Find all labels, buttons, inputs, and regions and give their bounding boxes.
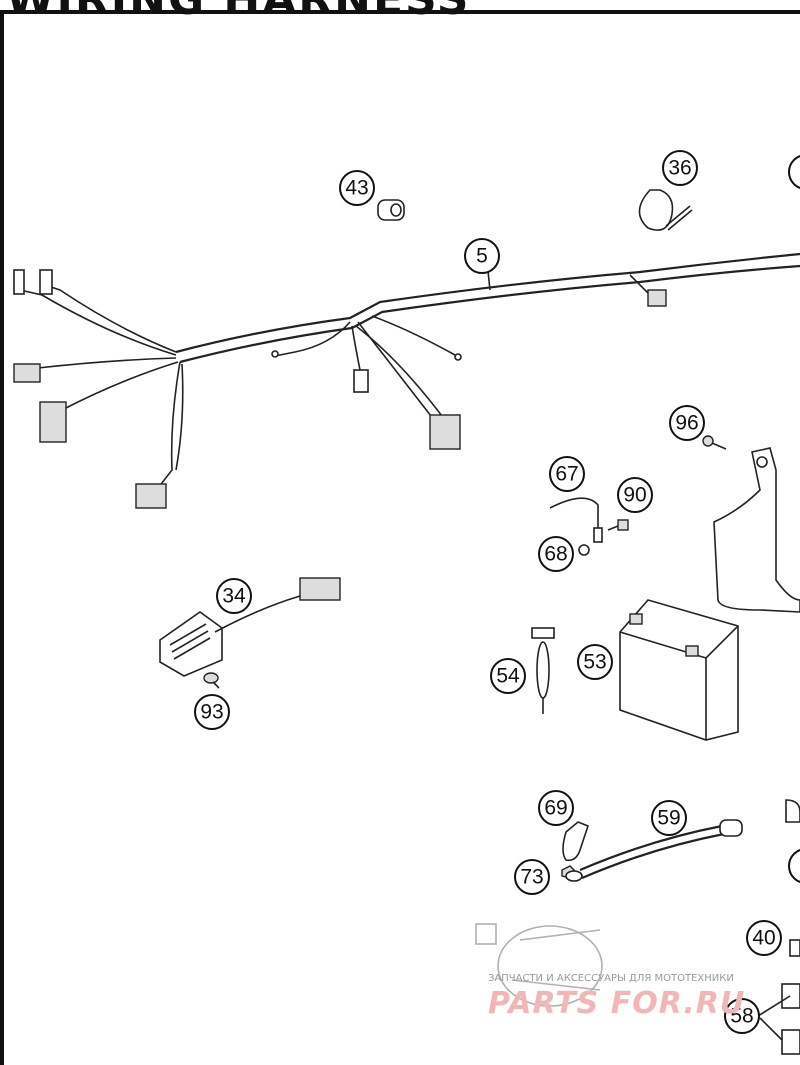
callout-96: 96	[669, 405, 705, 441]
callout-54: 54	[490, 658, 526, 694]
watermark: ЗАПЧАСТИ И АКСЕССУАРЫ ДЛЯ МОТОТЕХНИКИ PA…	[488, 973, 800, 1021]
voltage-regulator-part[interactable]	[159, 577, 341, 677]
harness-terminal	[271, 350, 279, 358]
callout-number: 53	[583, 651, 606, 674]
harness-terminal	[454, 353, 462, 361]
washer-part[interactable]	[578, 544, 590, 556]
harness-connector	[353, 369, 369, 393]
watermark-logo: PARTS FOR.RU	[488, 986, 746, 1021]
battery-part[interactable]	[619, 599, 739, 741]
starter-motor-part[interactable]	[475, 923, 603, 1007]
harness-connector	[39, 401, 67, 443]
callout-5: 5	[464, 238, 500, 274]
callout-43: 43	[339, 170, 375, 206]
harness-connector	[39, 269, 53, 295]
callout-58: 58	[724, 998, 760, 1034]
screw-part[interactable]	[203, 672, 220, 689]
leader-line	[487, 270, 491, 291]
callout-number: 54	[496, 665, 520, 688]
callout-number: 36	[668, 157, 691, 180]
callout-number: 69	[544, 797, 567, 820]
callout-40: 40	[746, 920, 782, 956]
callout-number: 93	[200, 701, 223, 724]
callout-67: 67	[549, 456, 585, 492]
callout-68: 68	[538, 536, 574, 572]
callout-number: 73	[520, 866, 543, 889]
callout-number: 90	[623, 484, 646, 507]
callout-8: 8	[788, 849, 800, 883]
callout-93: 93	[194, 694, 230, 730]
callout-number: 67	[555, 463, 578, 486]
diagram-frame	[0, 10, 800, 1065]
cable-tie-part[interactable]	[638, 189, 693, 231]
grommet-part[interactable]	[377, 199, 405, 221]
callout-4: 4	[788, 155, 800, 189]
screw-part[interactable]	[702, 435, 727, 450]
relay-part[interactable]	[785, 799, 800, 823]
callout-number: 34	[222, 585, 246, 608]
callout-number: 40	[752, 927, 775, 950]
relay-part[interactable]	[759, 983, 800, 1055]
callout-36: 36	[662, 150, 698, 186]
callout-59: 59	[651, 800, 687, 836]
callout-number: 58	[730, 1005, 753, 1028]
fuse-part[interactable]	[531, 627, 555, 714]
starter-cable-part[interactable]	[565, 819, 743, 882]
wiring-harness-part[interactable]	[13, 252, 800, 509]
callout-number: 43	[345, 177, 368, 200]
leader-line	[757, 995, 791, 1017]
harness-connector	[135, 483, 167, 509]
harness-connector	[429, 414, 461, 450]
callout-69: 69	[538, 790, 574, 826]
watermark-caption: ЗАПЧАСТИ И АКСЕССУАРЫ ДЛЯ МОТОТЕХНИКИ	[488, 973, 734, 984]
callout-34: 34	[216, 578, 252, 614]
battery-holder-part[interactable]	[713, 447, 800, 613]
callout-73: 73	[514, 859, 550, 895]
callout-90: 90	[617, 477, 653, 513]
callout-number: 96	[675, 412, 698, 435]
terminal-cover-part[interactable]	[562, 821, 589, 862]
harness-connector	[647, 289, 667, 307]
fuse-part[interactable]	[789, 939, 800, 957]
callout-number: 68	[544, 543, 567, 566]
callout-number: 59	[657, 807, 680, 830]
harness-connector	[13, 363, 41, 383]
callout-number: 5	[476, 245, 488, 268]
screw-part[interactable]	[607, 519, 629, 531]
harness-connector	[13, 269, 25, 295]
ground-cable-part[interactable]	[549, 497, 603, 543]
callout-53: 53	[577, 644, 613, 680]
